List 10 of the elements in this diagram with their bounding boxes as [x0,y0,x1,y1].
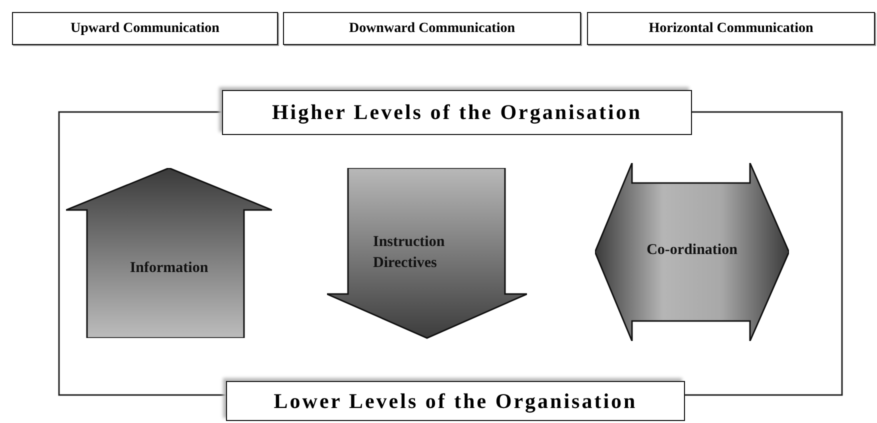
category-box: Horizontal Communication [587,12,875,45]
frame-line [685,111,843,396]
category-box: Upward Communication [12,12,278,45]
frame-line [58,111,226,396]
level-title-box: Lower Levels of the Organisation [226,381,685,421]
shape-label: Co-ordination [646,241,738,260]
level-title-box: Higher Levels of the Organisation [222,90,692,135]
shape-label: Instruction Directives [373,233,446,273]
shape-label: Information [128,259,210,278]
category-box: Downward Communication [283,12,581,45]
